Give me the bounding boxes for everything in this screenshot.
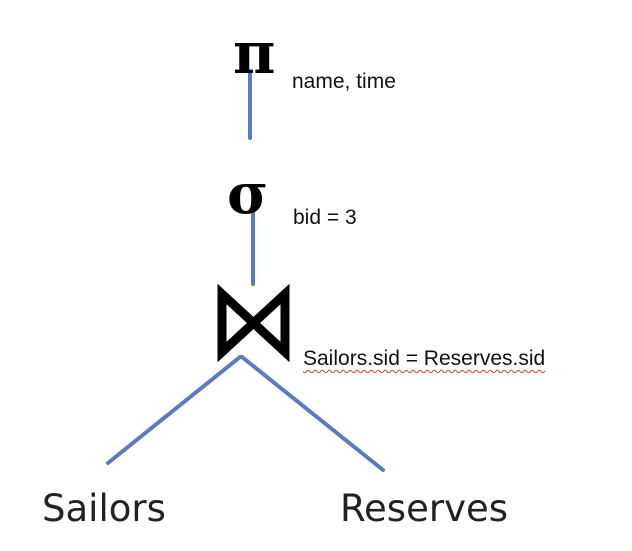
relation-reserves: Reserves [340,487,508,530]
selection-condition: bid = 3 [293,206,357,229]
edge-join-right [240,355,385,472]
join-condition: Sailors.sid = Reserves.sid [303,347,546,370]
join-bowtie-icon [217,283,290,363]
projection-symbol: π [233,19,276,87]
relation-sailors: Sailors [42,487,166,530]
selection-symbol: σ [227,161,269,227]
edge-join-left [106,355,242,465]
projection-attributes: name, time [292,70,396,93]
